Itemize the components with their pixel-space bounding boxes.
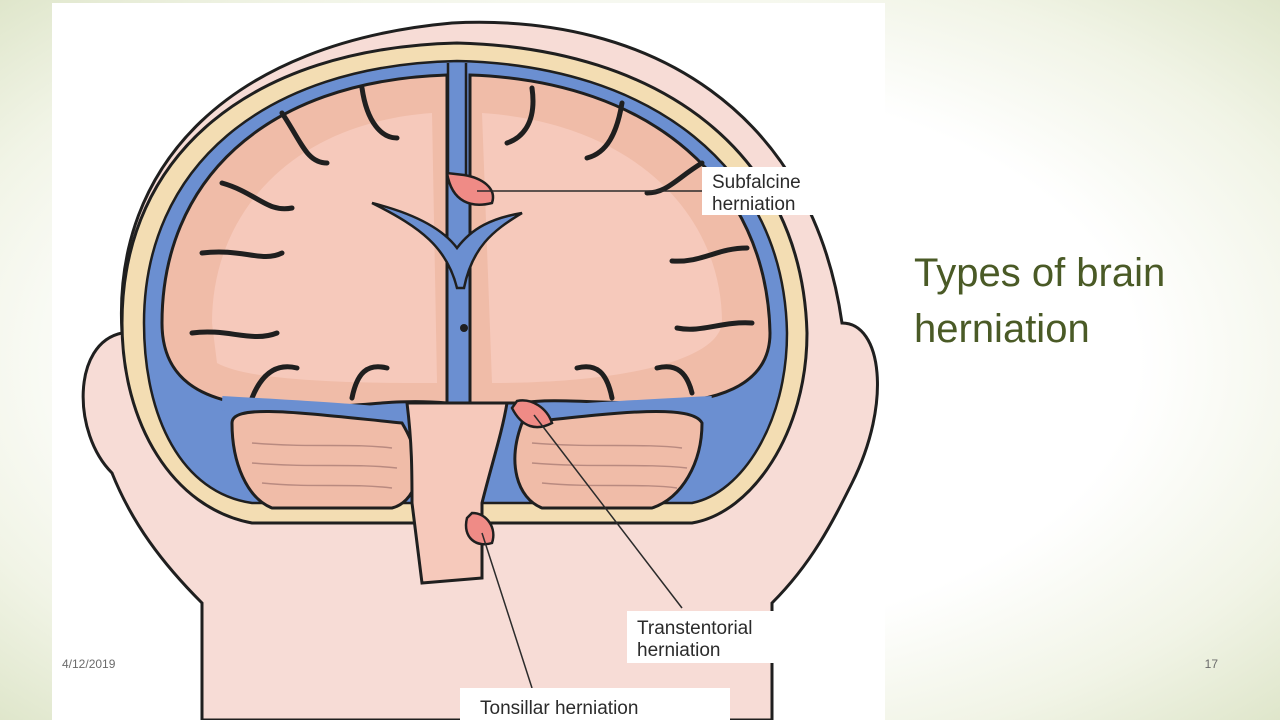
transtentorial-label-2: herniation: [637, 640, 720, 661]
diagram-svg: Subfalcine herniation Transtentorial her…: [81, 20, 879, 720]
left-white-matter: [212, 113, 437, 383]
tonsillar-label-bg: [460, 688, 730, 720]
footer-date: 4/12/2019: [62, 657, 116, 671]
subfalcine-label-bg: [702, 167, 852, 215]
lateral-ventricles: [371, 201, 523, 290]
tonsillar-label: Tonsillar herniation: [480, 698, 638, 719]
subfalcine-herniation: [445, 171, 495, 206]
cerebellar-folia: [251, 442, 688, 489]
transtentorial-label-bg: [627, 611, 817, 663]
brain-herniation-diagram: Subfalcine herniation Transtentorial her…: [52, 3, 885, 720]
footer-page-number: 17: [1204, 657, 1218, 671]
right-white-matter: [482, 113, 722, 383]
falx-outline: [446, 63, 468, 183]
subfalcine-label-1: Subfalcine: [712, 172, 801, 193]
tonsillar-leader: [481, 532, 533, 689]
transtentorial-leader: [533, 414, 683, 609]
subfalcine-label-2: herniation: [712, 194, 795, 215]
third-ventricle: [460, 324, 468, 332]
transtentorial-label-1: Transtentorial: [637, 618, 752, 639]
slide-title: Types of brain herniation: [914, 251, 1166, 351]
tonsillar-herniation: [464, 511, 495, 546]
sulci: [189, 85, 755, 401]
cerebellum: [230, 409, 419, 510]
transtentorial-herniation: [510, 399, 554, 429]
